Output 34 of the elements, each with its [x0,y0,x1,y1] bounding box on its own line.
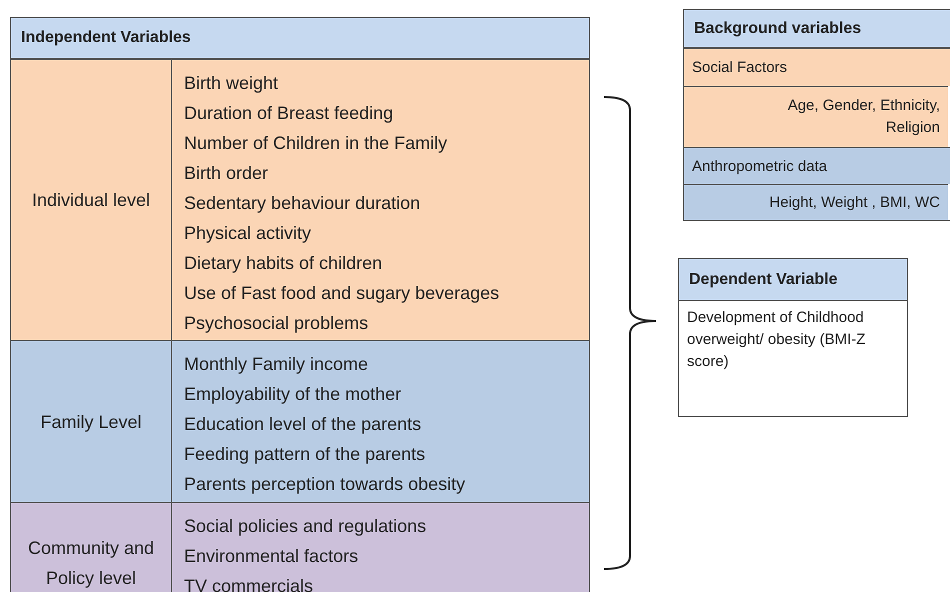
list-item: Feeding pattern of the parents [184,443,426,466]
table-row: Age, Gender, Ethnicity, Religion [684,86,948,147]
table-frame [683,9,950,221]
list-item: TV commercials [184,575,314,592]
list-item: Number of Children in the Family [184,132,448,155]
list-item: Duration of Breast feeding [184,102,394,125]
card-body-text: Development of Childhood overweight/ obesity (BMI-Z score) [687,308,866,372]
list-item: Use of Fast food and sugary beverages [184,282,500,305]
list-item: Physical activity [184,222,312,245]
list-item: Sedentary behaviour duration [184,192,422,215]
table-frame [10,17,590,592]
factor-list-cell [172,340,589,502]
list-item: Employability of the mother [184,383,402,406]
table-header: Independent Variables [11,18,589,59]
table-header: Background variables [684,10,950,48]
list-item: Dietary habits of children [184,252,384,275]
table-row: Social Factors [684,48,950,86]
list-item: Social policies and regulations [184,515,428,538]
variable-card [678,258,908,417]
row-label: Individual level [11,59,172,340]
list-item: Birth order [184,162,270,185]
list-item: Psychosocial problems [184,312,370,335]
row-label: Family Level [11,340,172,502]
table-header: Dependent Variable [679,259,907,301]
list-item: Monthly Family income [184,353,370,376]
list-item: Education level of the parents [184,413,422,436]
list-item: Birth weight [184,72,280,95]
row-label: Community and Policy level [11,502,172,592]
table-row: Height, Weight , BMI, WC [684,184,948,220]
factor-list-cell [172,59,589,340]
table-row: Anthropometric data [684,147,950,184]
list-item: Parents perception towards obesity [184,473,466,496]
factor-list-cell [172,502,589,592]
list-item: Environmental factors [184,545,360,568]
